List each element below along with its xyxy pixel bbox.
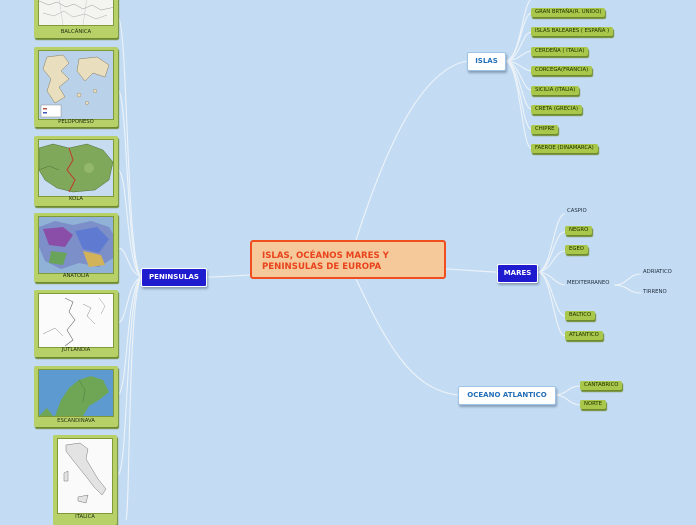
mediterraneo-child-tirreno[interactable]: TIRRENO [643, 289, 667, 295]
peninsula-card-escandinava[interactable]: ESCANDINAVA [34, 366, 118, 427]
islas-item-sicilia[interactable]: SICILIA (ITALIA) [531, 86, 580, 95]
islas-item-corcega[interactable]: CORCEGA(FRANCIA) [531, 66, 593, 75]
central-topic[interactable]: ISLAS, OCÉANOS MARES Y PENINSULAS DE EUR… [250, 240, 446, 279]
peninsula-card-italica[interactable]: ITALICA [53, 435, 117, 525]
islas-item-chipre[interactable]: CHIPRE [531, 125, 559, 134]
branch-peninsulas[interactable]: PENINSULAS [141, 268, 207, 287]
peninsula-card-anatolia[interactable]: ANATOLIA [34, 213, 118, 282]
map-image-peloponeso [38, 50, 114, 120]
mares-item-mediterraneo[interactable]: MEDITERRANEO [567, 280, 610, 286]
branch-islas[interactable]: ISLAS [467, 52, 506, 71]
mares-item-negro[interactable]: NEGRO [565, 226, 593, 235]
mares-item-egeo[interactable]: EGEO [565, 245, 588, 254]
oceano-item-norte[interactable]: NORTE [580, 400, 607, 409]
peninsula-card-balcanica[interactable]: BALCÁNICA [34, 0, 118, 38]
peninsula-card-peloponeso[interactable]: PELOPONESO [34, 47, 118, 127]
map-image-balcanica [38, 0, 114, 26]
peninsula-label-escandinava: ESCANDINAVA [57, 418, 95, 424]
central-topic-line2: PENINSULAS DE EUROPA [262, 262, 382, 272]
islas-item-creta[interactable]: CRETA (GRECIA) [531, 105, 583, 114]
peninsula-label-kola: KOLA [68, 196, 84, 202]
branch-mares[interactable]: MARES [497, 264, 538, 283]
peninsula-label-peloponeso: PELOPONESO [58, 119, 94, 125]
islas-item-gran-bretana[interactable]: GRAN BRTAÑA(R. UNIDO) [531, 8, 606, 17]
map-image-anatolia [38, 216, 114, 274]
map-image-escandinava [38, 369, 114, 417]
peninsula-label-jutlandia: JUTLANDIA [61, 347, 91, 353]
map-image-jutlandia [38, 293, 114, 348]
mediterraneo-child-adriatico[interactable]: ADRIATICO [643, 269, 672, 275]
peninsula-card-jutlandia[interactable]: JUTLANDIA [34, 290, 118, 357]
islas-item-baleares[interactable]: ISLAS BALEARES ( ESPAÑA ) [531, 27, 614, 36]
peninsula-label-balcanica: BALCÁNICA [60, 29, 92, 35]
islas-item-cerdena[interactable]: CERDEÑA ( ITALIA) [531, 47, 589, 56]
map-image-kola [38, 139, 114, 197]
peninsula-label-anatolia: ANATOLIA [62, 273, 90, 279]
oceano-item-cantabrico[interactable]: CANTABRICO [580, 381, 623, 390]
peninsula-card-kola[interactable]: KOLA [34, 136, 118, 206]
mares-item-baltico[interactable]: BALTICO [565, 311, 596, 320]
branch-oceano-atlantico[interactable]: OCEANO ATLANTICO [458, 386, 556, 405]
map-image-italica [57, 438, 113, 514]
islas-item-faeroe[interactable]: FAEROE (DINAMARCA) [531, 144, 598, 153]
peninsula-label-italica: ITALICA [75, 514, 95, 520]
mares-item-caspio[interactable]: CASPIO [567, 208, 587, 214]
central-topic-line1: ISLAS, OCÉANOS MARES Y [262, 251, 389, 261]
mares-item-atlantico[interactable]: ATLANTICO [565, 331, 603, 340]
